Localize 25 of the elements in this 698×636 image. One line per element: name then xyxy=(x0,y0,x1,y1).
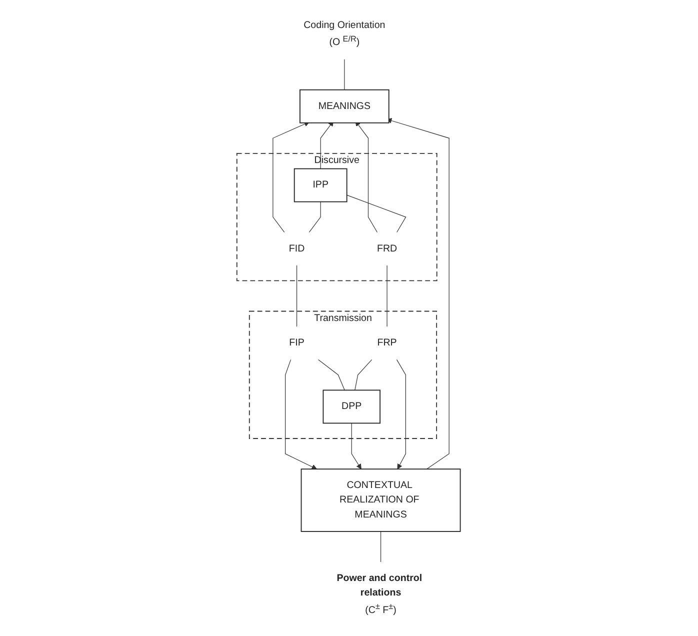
connector xyxy=(346,194,407,233)
arrow xyxy=(285,359,318,470)
node-box: DPP xyxy=(323,390,381,424)
connector xyxy=(344,58,346,90)
arrow xyxy=(273,122,310,233)
node-box: MEANINGS xyxy=(300,89,390,124)
connector xyxy=(380,531,382,562)
node-text: Power and control relations (C$^{±}$ F$^{±}$) xyxy=(337,573,423,616)
arrow xyxy=(320,120,334,170)
connector xyxy=(296,265,298,327)
node-box: IPP xyxy=(294,168,348,202)
connector xyxy=(309,201,322,233)
connector xyxy=(354,359,373,390)
node-text: Coding Orientation (O $^{E/R}$) xyxy=(304,20,386,48)
arrow xyxy=(396,359,406,470)
node-box: CONTEXTUAL REALIZATION OF MEANINGS xyxy=(301,468,462,532)
node-text: FRD xyxy=(377,243,398,254)
arrow xyxy=(356,120,378,233)
connector xyxy=(318,359,346,390)
node-text: FIP xyxy=(290,338,305,348)
node-text: FID xyxy=(289,243,306,254)
arrow xyxy=(352,422,362,470)
node-text: FRP xyxy=(378,338,398,348)
arrow xyxy=(386,118,450,470)
connector xyxy=(387,265,388,327)
